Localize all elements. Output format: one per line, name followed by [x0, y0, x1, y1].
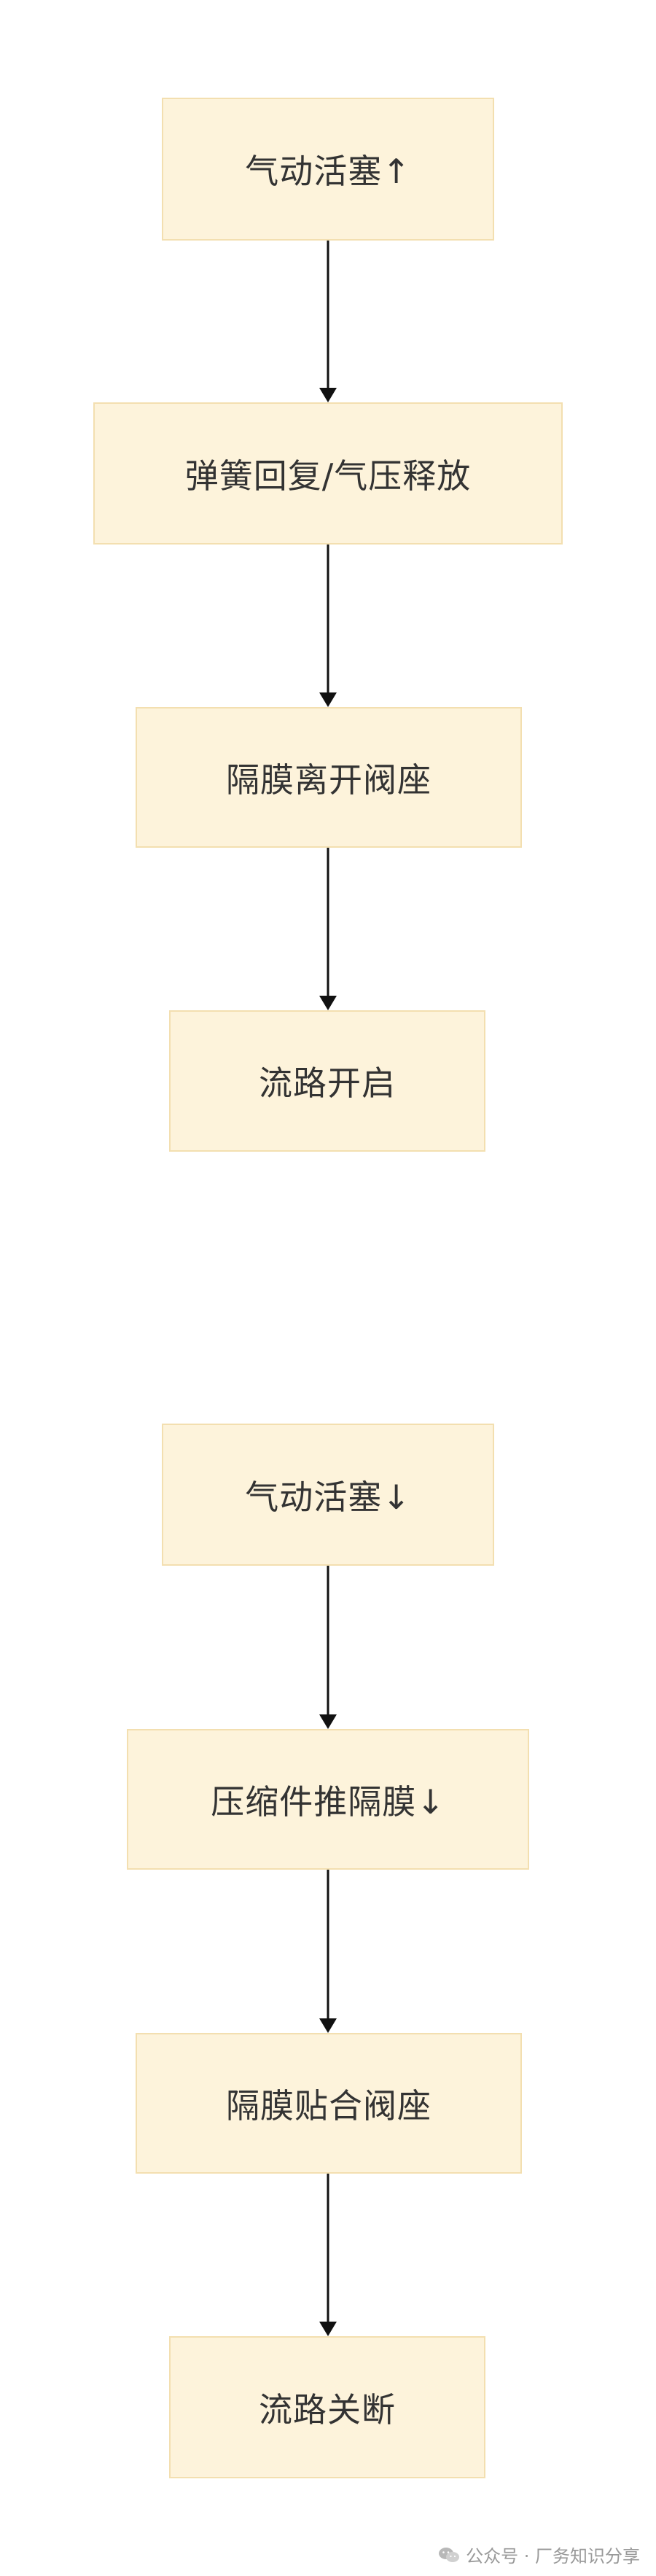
arrowhead-open-1 — [319, 388, 337, 402]
node-compressor-push: 压缩件推隔膜↓ — [127, 1729, 529, 1870]
node-label: 气动活塞↑ — [245, 152, 411, 191]
node-label: 弹簧回复/气压释放 — [184, 456, 472, 496]
node-diaphragm-leave-seat: 隔膜离开阀座 — [136, 707, 522, 848]
arrowhead-close-2 — [319, 2018, 337, 2033]
node-label: 压缩件推隔膜↓ — [211, 1781, 445, 1822]
node-label: 流路关断 — [259, 2389, 396, 2429]
arrowhead-open-3 — [319, 996, 337, 1010]
node-label: 气动活塞↓ — [245, 1477, 411, 1517]
watermark-text: 公众号 · 厂务知识分享 — [466, 2546, 640, 2567]
node-piston-down: 气动活塞↓ — [162, 1424, 494, 1566]
node-label: 隔膜贴合阀座 — [226, 2085, 432, 2126]
watermark: 公众号 · 厂务知识分享 — [438, 2542, 640, 2567]
node-label: 流路开启 — [259, 1063, 396, 1103]
node-diaphragm-seal-seat: 隔膜贴合阀座 — [136, 2033, 522, 2174]
node-piston-up: 气动活塞↑ — [162, 98, 494, 241]
node-label: 隔膜离开阀座 — [226, 760, 432, 800]
wechat-icon — [439, 2547, 460, 2562]
arrowhead-close-1 — [319, 1714, 337, 1729]
arrowhead-open-2 — [319, 692, 337, 707]
node-flow-open: 流路开启 — [169, 1010, 485, 1152]
node-flow-shutoff: 流路关断 — [169, 2336, 485, 2478]
arrowhead-close-3 — [319, 2322, 337, 2336]
node-spring-release: 弹簧回复/气压释放 — [93, 402, 563, 545]
